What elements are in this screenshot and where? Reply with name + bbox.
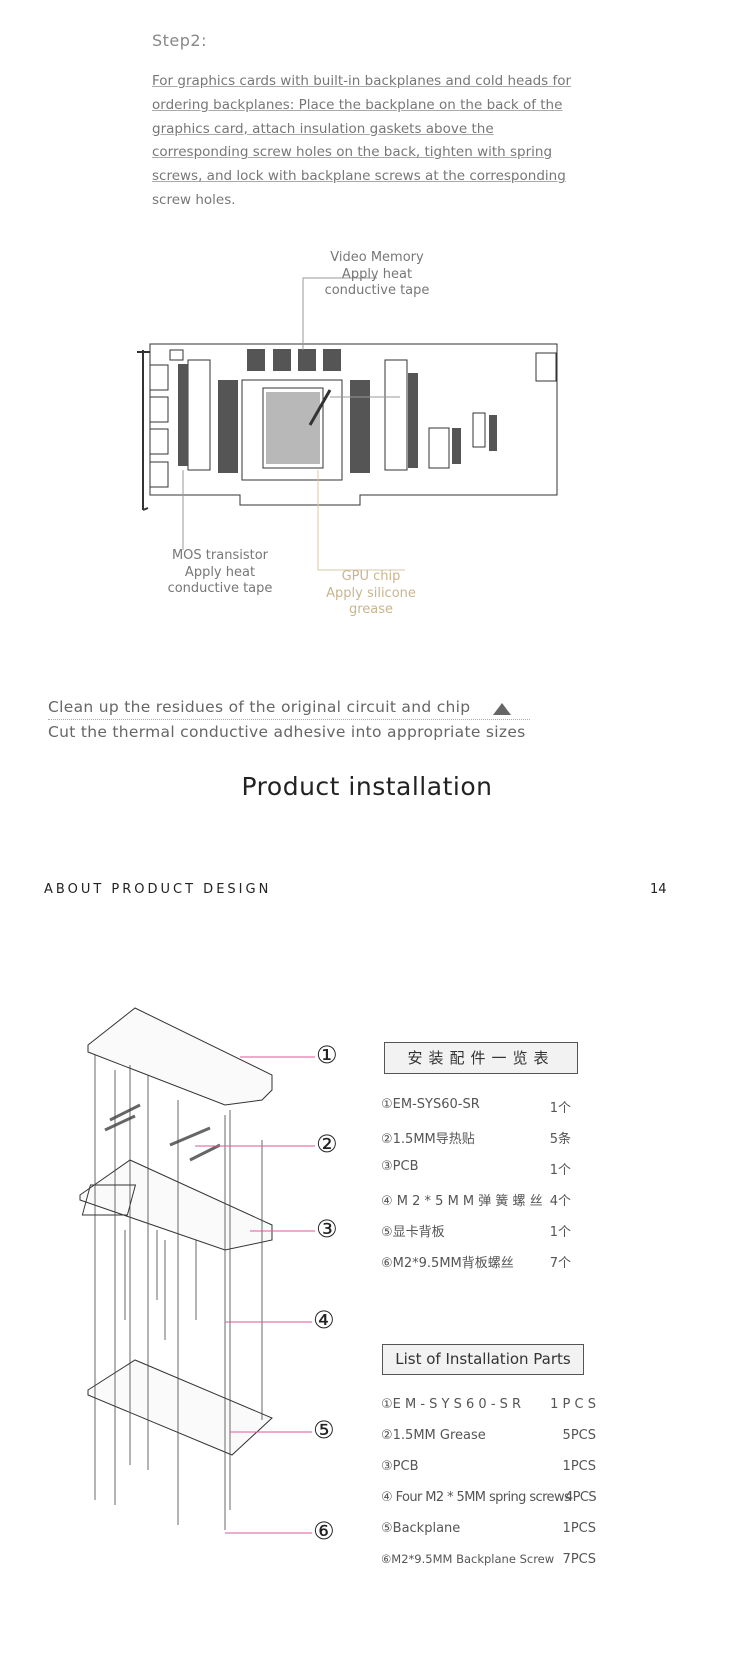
item-name: ②1.5MM导热贴	[381, 1132, 475, 1147]
step-title: Step2:	[152, 31, 207, 50]
item-name: ⑥M2*9.5MM背板螺丝	[381, 1256, 514, 1271]
cn-parts-list-title: 安装配件一览表	[384, 1042, 578, 1074]
en-parts-item: ②1.5MM Grease 5PCS	[381, 1428, 596, 1443]
label-line: Apply silicone	[326, 585, 416, 601]
callout-1: ①	[316, 1041, 338, 1069]
desc-line: For graphics cards with built-in backpla…	[152, 73, 572, 89]
item-name: ⑤Backplane	[381, 1521, 461, 1536]
item-qty: 1个	[549, 1225, 571, 1240]
label-line: MOS transistor	[171, 548, 269, 563]
item-qty: 1PCS	[562, 1459, 596, 1474]
label-line: Apply heat	[341, 266, 413, 282]
cn-parts-item: ③PCB 1个	[381, 1159, 596, 1178]
divider	[48, 719, 530, 720]
item-name: ④ Four M2 * 5MM spring screws	[381, 1490, 571, 1505]
label-line: conductive tape	[167, 581, 273, 596]
video-memory-label: Video Memory Apply heat conductive tape	[302, 250, 452, 300]
callout-6: ⑥	[313, 1517, 335, 1545]
cn-parts-item: ①EM-SYS60-SR 1个	[381, 1097, 596, 1116]
item-qty: 4PCS	[564, 1490, 597, 1505]
item-qty: 1PCS	[562, 1521, 596, 1536]
item-name: ①EM-SYS60-SR	[381, 1097, 480, 1112]
item-qty: 7个	[549, 1256, 571, 1271]
en-parts-item: ①E M - S Y S 6 0 - S R 1 P C S	[381, 1397, 596, 1412]
footer-label: ABOUT PRODUCT DESIGN	[44, 882, 272, 897]
item-name: ④ M 2 * 5 M M 弹 簧 螺 丝	[381, 1194, 543, 1209]
desc-line: screws, and lock with backplane screws a…	[152, 168, 566, 185]
triangle-up-icon	[493, 703, 511, 715]
callout-5: ⑤	[313, 1416, 335, 1444]
item-qty: 5条	[549, 1132, 571, 1147]
note-clean: Clean up the residues of the original ci…	[48, 698, 471, 716]
item-qty: 1 P C S	[550, 1397, 596, 1412]
graphics-card-diagram	[137, 277, 558, 571]
item-name: ②1.5MM Grease	[381, 1428, 486, 1443]
item-qty: 4个	[549, 1194, 571, 1209]
item-qty: 1个	[549, 1163, 571, 1178]
item-name: ①E M - S Y S 6 0 - S R	[381, 1397, 522, 1412]
en-parts-item: ⑥M2*9.5MM Backplane Screw 7PCS	[381, 1552, 596, 1567]
gpu-chip-label: GPU chip Apply silicone grease	[296, 569, 446, 619]
label-line: Apply heat	[184, 564, 256, 580]
en-parts-item: ③PCB 1PCS	[381, 1459, 596, 1474]
label-line: Video Memory	[330, 250, 424, 265]
item-qty: 5PCS	[562, 1428, 596, 1443]
desc-line: screw holes.	[152, 191, 236, 208]
cn-parts-item: ④ M 2 * 5 M M 弹 簧 螺 丝 4个	[381, 1190, 596, 1209]
callout-2: ②	[316, 1130, 338, 1158]
exploded-view-diagram	[79, 1007, 315, 1534]
callout-4: ④	[313, 1306, 335, 1334]
en-parts-list-title: List of Installation Parts	[382, 1344, 584, 1375]
callout-3: ③	[316, 1215, 338, 1243]
section-title: Product installation	[241, 772, 493, 801]
item-name: ③PCB	[381, 1159, 419, 1174]
item-name: ⑥M2*9.5MM Backplane Screw	[381, 1552, 555, 1566]
item-name: ⑤显卡背板	[381, 1225, 445, 1240]
label-line: GPU chip	[341, 569, 401, 584]
desc-line: graphics card, attach insulation gaskets…	[152, 120, 494, 137]
note-cut: Cut the thermal conductive adhesive into…	[48, 723, 526, 741]
cn-parts-item: ⑥M2*9.5MM背板螺丝 7个	[381, 1252, 596, 1271]
item-qty: 7PCS	[562, 1552, 596, 1567]
desc-line: ordering backplanes: Place the backplane…	[152, 96, 563, 113]
label-line: conductive tape	[324, 283, 430, 298]
mos-label: MOS transistor Apply heat conductive tap…	[145, 548, 295, 598]
step-description: For graphics cards with built-in backpla…	[152, 70, 572, 213]
page-number: 14	[650, 882, 667, 897]
label-line: grease	[348, 602, 394, 617]
cn-parts-item: ②1.5MM导热贴 5条	[381, 1128, 596, 1147]
cn-parts-item: ⑤显卡背板 1个	[381, 1221, 596, 1240]
item-name: ③PCB	[381, 1459, 419, 1474]
en-parts-item: ⑤Backplane 1PCS	[381, 1521, 596, 1536]
desc-line: corresponding screw holes on the back, t…	[152, 144, 553, 161]
item-qty: 1个	[549, 1101, 571, 1116]
